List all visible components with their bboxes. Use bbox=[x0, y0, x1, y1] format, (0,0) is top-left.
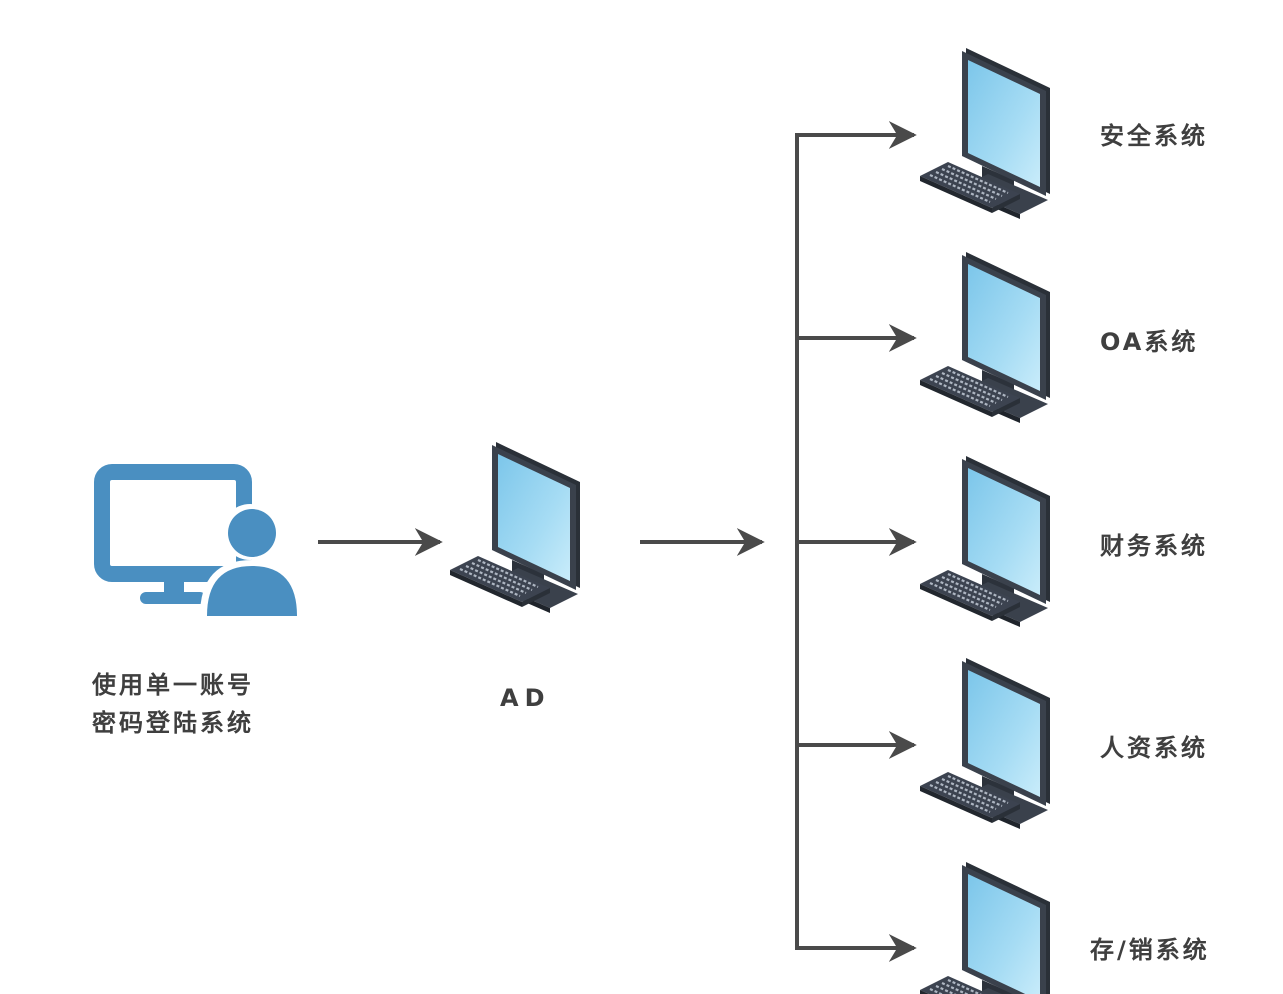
system-label-finance: 财务系统 bbox=[1100, 532, 1208, 560]
system-computer-icon-4 bbox=[918, 656, 1052, 831]
connector-arrows bbox=[318, 121, 917, 962]
ad-label: AD bbox=[500, 684, 551, 712]
system-label-hr: 人资系统 bbox=[1100, 734, 1208, 762]
user-label: 使用单一账号 密码登陆系统 bbox=[92, 666, 254, 742]
system-computer-icon-2 bbox=[918, 250, 1052, 425]
system-label-security: 安全系统 bbox=[1100, 122, 1208, 150]
user-computer-icon bbox=[94, 464, 302, 616]
system-computer-icon-5 bbox=[918, 860, 1052, 994]
system-computer-icon-3 bbox=[918, 454, 1052, 629]
ad-computer-icon bbox=[448, 440, 582, 615]
user-label-line2: 密码登陆系统 bbox=[92, 709, 254, 737]
system-label-inventory: 存/销系统 bbox=[1090, 936, 1210, 964]
user-label-line1: 使用单一账号 bbox=[92, 671, 254, 699]
system-label-oa: OA系统 bbox=[1100, 328, 1199, 356]
system-computer-icon-1 bbox=[918, 46, 1052, 221]
